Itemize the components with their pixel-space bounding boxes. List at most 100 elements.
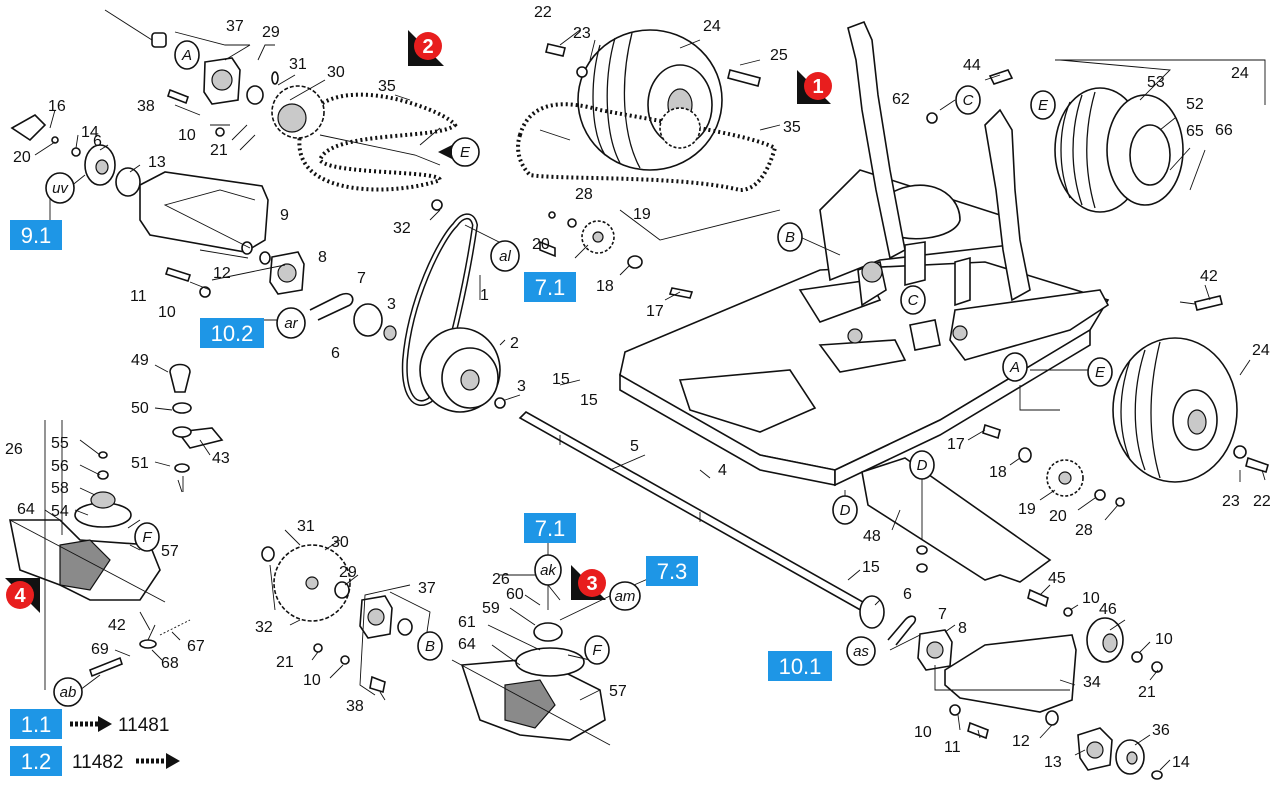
pulley-36: [1115, 739, 1145, 775]
part-label: 35: [783, 119, 801, 136]
key-37: [151, 32, 167, 48]
flange-bearing-37: [359, 595, 393, 639]
part-label: 7: [938, 606, 947, 623]
callout-bubble: E: [450, 137, 480, 167]
ref-link-7-3[interactable]: 7.3: [646, 556, 698, 586]
part-label: 54: [51, 503, 69, 520]
part-label: 6: [93, 133, 102, 150]
callout-text: as: [853, 643, 869, 660]
part-label: 10: [158, 304, 176, 321]
callout-text: ab: [60, 684, 77, 701]
part-label: 20: [532, 236, 550, 253]
callout-text: ak: [540, 562, 557, 579]
callout-text: F: [142, 529, 152, 546]
part-label: 16: [48, 98, 66, 115]
flange-bearing-top: [203, 57, 241, 105]
ref-link-1-2[interactable]: 1.2: [10, 746, 62, 776]
callout-text: C: [963, 92, 974, 109]
ref-link-label: 10.2: [211, 321, 254, 346]
part-label: 64: [458, 636, 476, 653]
wheel-front-top: [577, 29, 723, 171]
part-label: 37: [226, 18, 244, 35]
callout-text: D: [840, 502, 851, 519]
serial-next: 11481: [70, 715, 169, 736]
part-label: 69: [91, 641, 109, 658]
part-label: 20: [13, 149, 31, 166]
part-label: 12: [213, 265, 231, 282]
part-label: 53: [1147, 74, 1165, 91]
flange-bearing-13: [1077, 727, 1113, 771]
sprocket-19: [581, 220, 615, 254]
part-label: 23: [573, 25, 591, 42]
v-belt: [401, 213, 479, 406]
ref-link-10-1[interactable]: 10.1: [768, 651, 832, 681]
part-label: 17: [947, 436, 965, 453]
callout-bubble: as: [846, 636, 876, 666]
part-label: 57: [609, 683, 627, 700]
part-label: 62: [892, 91, 910, 108]
callout-bubble: E: [1087, 357, 1113, 387]
part-label: 9: [280, 207, 289, 224]
bracket-34: [944, 634, 1077, 713]
part-label: 19: [1018, 501, 1036, 518]
callout-text: al: [499, 248, 511, 265]
part-label: 20: [1049, 508, 1067, 525]
part-label: 55: [51, 435, 69, 452]
part-label: 32: [255, 619, 273, 636]
ref-link-1-1[interactable]: 1.1: [10, 709, 62, 739]
callout-text: E: [460, 144, 471, 161]
part-label: 50: [131, 400, 149, 417]
callout-bubble: D: [909, 450, 935, 480]
part-label: 13: [1044, 754, 1062, 771]
part-label: 6: [331, 345, 340, 362]
callout-text: E: [1095, 364, 1106, 381]
chassis-frame: [619, 20, 1110, 487]
callout-bubble: uv: [45, 172, 75, 204]
ref-link-7-1-bottom[interactable]: 7.1: [524, 513, 576, 543]
part-label: 21: [276, 654, 294, 671]
serial-prev: 11482: [72, 752, 180, 773]
part-label: 10: [178, 127, 196, 144]
part-label: 31: [297, 518, 315, 535]
callout-text: D: [917, 457, 928, 474]
part-label: 2: [510, 335, 519, 352]
ref-link-10-2[interactable]: 10.2: [200, 318, 264, 348]
step-marker-2: 2: [408, 30, 444, 66]
step-number: 4: [14, 585, 26, 607]
reference-links[interactable]: 9.1 7.1 10.2 7.1 7.3 10.1 1.1 1.2: [10, 220, 832, 776]
part-label: 42: [1200, 268, 1218, 285]
part-label: 3: [387, 296, 396, 313]
ref-link-9-1[interactable]: 9.1: [10, 220, 62, 250]
pulley-small: [353, 303, 383, 337]
ref-link-label: 1.1: [21, 712, 52, 737]
bolts: [164, 43, 1269, 740]
part-label: 67: [187, 638, 205, 655]
callout-bubble: A: [174, 40, 200, 70]
small-hardware: [51, 66, 1247, 780]
ref-link-7-1-top[interactable]: 7.1: [524, 272, 576, 302]
callout-bubble: D: [832, 495, 858, 525]
pulley-46: [1086, 617, 1124, 663]
sprocket-top-wheel: [659, 107, 701, 149]
callout-bubble: am: [609, 581, 641, 611]
callout-bubble: B: [777, 222, 803, 252]
part-label: 6: [903, 586, 912, 603]
part-label: 10: [1155, 631, 1173, 648]
sprocket-30-top: [271, 85, 325, 139]
callout-text: E: [1038, 97, 1049, 114]
part-label: 43: [212, 450, 230, 467]
part-label: 30: [327, 64, 345, 81]
part-label: 21: [1138, 684, 1156, 701]
part-label: 26: [5, 441, 23, 458]
part-label: 64: [17, 501, 35, 518]
part-label: 29: [262, 24, 280, 41]
part-label: 10: [1082, 590, 1100, 607]
callout-text: A: [1009, 359, 1020, 376]
part-label: 68: [161, 655, 179, 672]
gearbox-4: [9, 491, 166, 603]
ref-link-label: 7.1: [535, 516, 566, 541]
flange-bearing-8a: [269, 251, 305, 295]
part-label: 37: [418, 580, 436, 597]
part-label: 48: [863, 528, 881, 545]
part-label: 1: [480, 287, 489, 304]
